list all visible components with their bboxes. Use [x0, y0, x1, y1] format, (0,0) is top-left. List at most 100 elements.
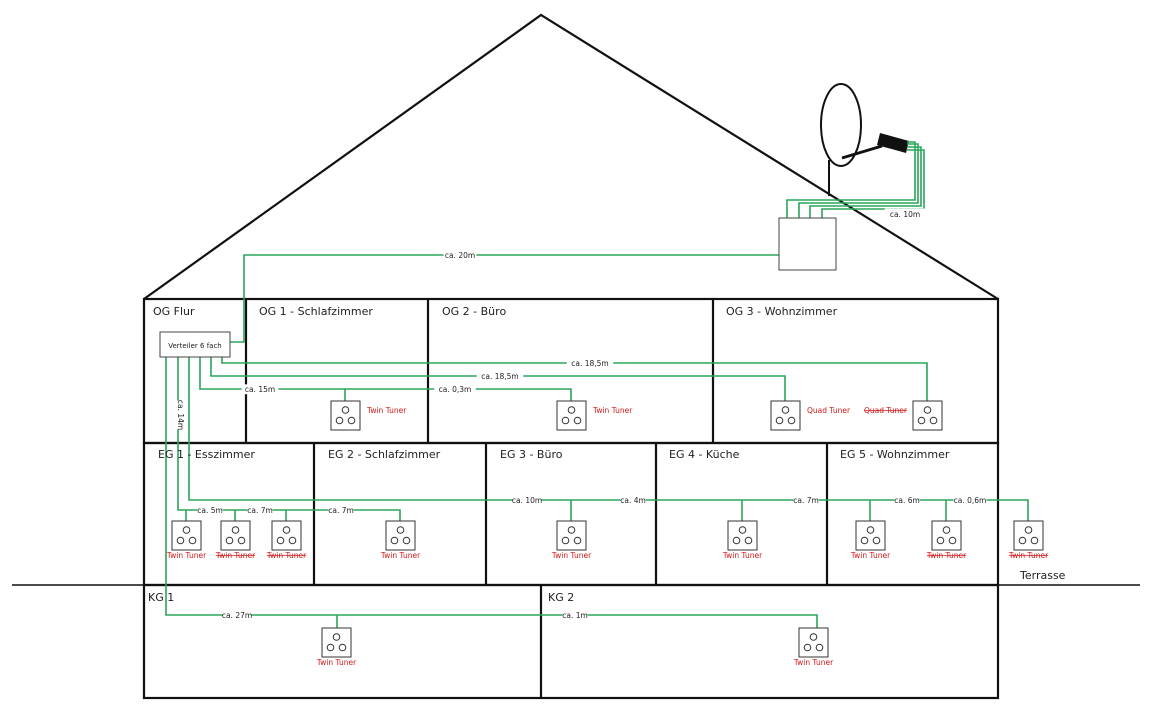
cable-length-label: ca. 4m: [620, 496, 646, 505]
cable-length-label: ca. 27m: [222, 611, 252, 620]
socket-hole-icon: [738, 526, 747, 534]
room-label-og1: OG 1 - Schlafzimmer: [259, 305, 373, 318]
socket-hole-icon: [396, 526, 405, 534]
tv-socket: Quad Tuner: [864, 400, 943, 431]
socket-hole-icon: [288, 536, 297, 545]
label-background: [476, 371, 524, 382]
tuner-label: Twin Tuner: [1008, 551, 1049, 560]
socket-icon: [727, 520, 758, 551]
cable-length-text: ca. 5m: [197, 506, 223, 515]
cable-length-label: ca. 18,5m: [566, 358, 614, 369]
label-background: [222, 612, 252, 620]
socket-icon: [271, 520, 302, 551]
socket-hole-icon: [787, 416, 796, 425]
cable-length-label: ca. 1m: [562, 611, 588, 620]
socket-hole-icon: [561, 416, 570, 425]
splitter: Verteiler 6 fach: [159, 331, 231, 358]
label-background: [953, 497, 987, 505]
cable-length-text: ca. 10m: [512, 496, 542, 505]
label-background: [443, 251, 477, 260]
lnb-icon: [877, 133, 909, 153]
room-label-eg2: EG 2 - Schlafzimmer: [328, 448, 441, 461]
cable-length-text: ca. 4m: [620, 496, 646, 505]
label-background: [512, 497, 542, 505]
socket-hole-icon: [872, 536, 881, 545]
socket-hole-icon: [860, 536, 869, 545]
label-background: [241, 384, 279, 395]
tuner-label: Twin Tuner: [926, 551, 967, 560]
cable-length-label: ca. 0,6m: [953, 496, 987, 505]
tuner-label: Twin Tuner: [166, 551, 207, 560]
socket-hole-icon: [276, 536, 285, 545]
cable-length-label: ca. 7m: [793, 496, 819, 505]
socket-icon: [1013, 520, 1044, 551]
socket-hole-icon: [744, 536, 753, 545]
multiswitch: [778, 217, 837, 271]
tuner-label: Twin Tuner: [722, 551, 763, 560]
label-background: [894, 497, 920, 505]
room-label-og2: OG 2 - Büro: [442, 305, 506, 318]
socket-hole-icon: [948, 536, 957, 545]
cable-length-label: ca. 7m: [247, 506, 273, 515]
socket-hole-icon: [390, 536, 399, 545]
tuner-label: Twin Tuner: [551, 551, 592, 560]
socket-icon: [855, 520, 886, 551]
socket-hole-icon: [929, 416, 938, 425]
label-background: [884, 208, 926, 220]
socket-hole-icon: [182, 526, 191, 534]
cable-length-text: ca. 6m: [894, 496, 920, 505]
tv-socket: Twin Tuner: [215, 520, 256, 560]
tuner-label: Quad Tuner: [864, 406, 908, 415]
cable-length-label: ca. 5m: [197, 506, 223, 515]
socket-hole-icon: [775, 416, 784, 425]
socket-hole-icon: [231, 526, 240, 534]
socket-icon: [171, 520, 202, 551]
tuner-label: Twin Tuner: [215, 551, 256, 560]
socket-hole-icon: [573, 416, 582, 425]
roof: [143, 13, 999, 300]
cable-length-text: ca. 20m: [445, 251, 475, 260]
socket-icon: [770, 400, 801, 431]
socket-hole-icon: [402, 536, 411, 545]
room-label-og-flur: OG Flur: [153, 305, 195, 318]
room-label-eg3: EG 3 - Büro: [500, 448, 563, 461]
tv-socket: Twin Tuner: [926, 520, 967, 560]
socket-hole-icon: [803, 643, 812, 652]
cable-length-text: ca. 1m: [562, 611, 588, 620]
cable-length-label: ca. 15m: [241, 384, 279, 395]
socket-hole-icon: [942, 526, 951, 534]
cable-labels: ca. 10m ca. 20m ca. 18,5m ca. 18,5m ca. 15m c…: [176, 208, 987, 620]
tv-socket: Twin Tuner: [316, 627, 357, 667]
socket-hole-icon: [809, 633, 818, 641]
socket-hole-icon: [573, 536, 582, 545]
tv-socket: Twin Tuner: [1008, 520, 1049, 560]
socket-hole-icon: [188, 536, 197, 545]
house-structure: [12, 13, 1140, 700]
socket-hole-icon: [225, 536, 234, 545]
socket-hole-icon: [338, 643, 347, 652]
socket-hole-icon: [1024, 526, 1033, 534]
label-background: [197, 507, 223, 515]
cable-length-text: ca. 0,6m: [954, 496, 987, 505]
room-label-kg2: KG 2: [548, 591, 574, 604]
satellite-dish-icon: [820, 83, 909, 196]
tuner-label: Twin Tuner: [793, 658, 834, 667]
cable-length-text: ca. 27m: [222, 611, 252, 620]
cable-length-label: ca. 0,3m: [434, 384, 476, 395]
socket-hole-icon: [781, 406, 790, 414]
cable-length-text: ca. 7m: [793, 496, 819, 505]
tuner-label: Quad Tuner: [807, 406, 851, 415]
socket-hole-icon: [176, 536, 185, 545]
room-label-eg4: EG 4 - Küche: [669, 448, 740, 461]
tv-socket: Twin Tuner: [793, 627, 834, 667]
tv-socket: Twin Tuner: [166, 520, 207, 560]
socket-icon: [931, 520, 962, 551]
cable-length-text: ca. 15m: [245, 385, 275, 394]
tuner-label: Twin Tuner: [316, 658, 357, 667]
label-background: [793, 497, 819, 505]
tv-socket: Twin Tuner: [330, 400, 407, 431]
socket-hole-icon: [815, 643, 824, 652]
cable-length-label: ca. 18,5m: [476, 371, 524, 382]
tv-socket: Twin Tuner: [556, 400, 633, 431]
